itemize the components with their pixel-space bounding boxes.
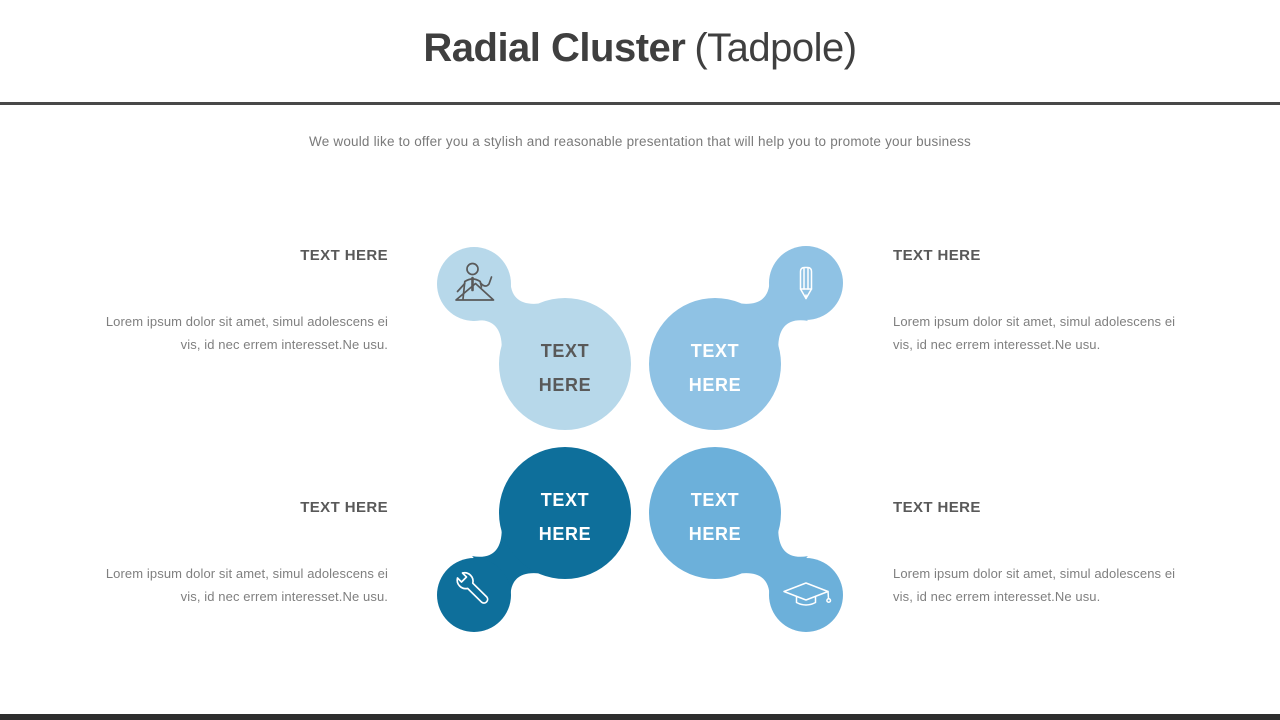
body-line: vis, id nec errem interesset.Ne usu. bbox=[180, 337, 388, 352]
body-line: vis, id nec errem interesset.Ne usu. bbox=[893, 589, 1101, 604]
cluster-bottom-right: TEXT HERE bbox=[649, 447, 843, 632]
cluster-bottom-left: TEXT HERE bbox=[437, 447, 631, 632]
circle-label-line2: HERE bbox=[539, 375, 591, 395]
text-block-body: Lorem ipsum dolor sit amet, simul adoles… bbox=[893, 310, 1193, 356]
text-block-heading: TEXT HERE bbox=[300, 247, 388, 264]
body-line: Lorem ipsum dolor sit amet, simul adoles… bbox=[105, 314, 388, 329]
text-block-body: Lorem ipsum dolor sit amet, simul adoles… bbox=[88, 562, 388, 608]
text-block-top-right: TEXT HERE Lorem ipsum dolor sit amet, si… bbox=[893, 246, 1193, 356]
cluster-icon-circle bbox=[769, 246, 843, 320]
cluster-main-circle bbox=[649, 298, 781, 430]
cluster-main-circle bbox=[649, 447, 781, 579]
footer-bar bbox=[0, 714, 1280, 720]
cluster-icon-circle bbox=[769, 558, 843, 632]
text-block-bottom-right: TEXT HERE Lorem ipsum dolor sit amet, si… bbox=[893, 498, 1193, 608]
circle-label-line2: HERE bbox=[689, 524, 741, 544]
body-line: vis, id nec errem interesset.Ne usu. bbox=[180, 589, 388, 604]
circle-label-line1: TEXT bbox=[691, 341, 739, 361]
body-line: Lorem ipsum dolor sit amet, simul adoles… bbox=[893, 314, 1176, 329]
slide-title-sub: (Tadpole) bbox=[694, 26, 857, 70]
cluster-top-right: TEXT HERE bbox=[649, 246, 843, 430]
body-line: Lorem ipsum dolor sit amet, simul adoles… bbox=[105, 566, 388, 581]
text-block-body: Lorem ipsum dolor sit amet, simul adoles… bbox=[893, 562, 1193, 608]
title-divider bbox=[0, 102, 1280, 105]
text-block-body: Lorem ipsum dolor sit amet, simul adoles… bbox=[88, 310, 388, 356]
text-block-top-left: TEXT HERE Lorem ipsum dolor sit amet, si… bbox=[88, 246, 388, 356]
pencil-icon bbox=[799, 266, 813, 300]
cluster-top-left: TEXT HERE bbox=[437, 247, 631, 430]
slide-subtitle: We would like to offer you a stylish and… bbox=[309, 134, 971, 149]
cluster-main-circle bbox=[499, 298, 631, 430]
text-block-heading: TEXT HERE bbox=[893, 499, 981, 516]
wrench-icon bbox=[456, 571, 489, 604]
body-line: Lorem ipsum dolor sit amet, simul adoles… bbox=[893, 566, 1176, 581]
circle-label-line1: TEXT bbox=[691, 490, 739, 510]
text-block-heading: TEXT HERE bbox=[893, 247, 981, 264]
body-line: vis, id nec errem interesset.Ne usu. bbox=[893, 337, 1101, 352]
circle-label-line2: HERE bbox=[539, 524, 591, 544]
circle-label-line2: HERE bbox=[689, 375, 741, 395]
text-block-bottom-left: TEXT HERE Lorem ipsum dolor sit amet, si… bbox=[88, 498, 388, 608]
circle-label-line1: TEXT bbox=[541, 490, 589, 510]
text-block-heading: TEXT HERE bbox=[300, 499, 388, 516]
graduation-cap-icon bbox=[783, 582, 832, 606]
circle-label-line1: TEXT bbox=[541, 341, 589, 361]
presenter-icon bbox=[455, 262, 495, 301]
cluster-main-circle bbox=[499, 447, 631, 579]
slide-title: Radial Cluster(Tadpole) bbox=[0, 26, 1280, 71]
slide-title-main: Radial Cluster bbox=[423, 26, 686, 70]
